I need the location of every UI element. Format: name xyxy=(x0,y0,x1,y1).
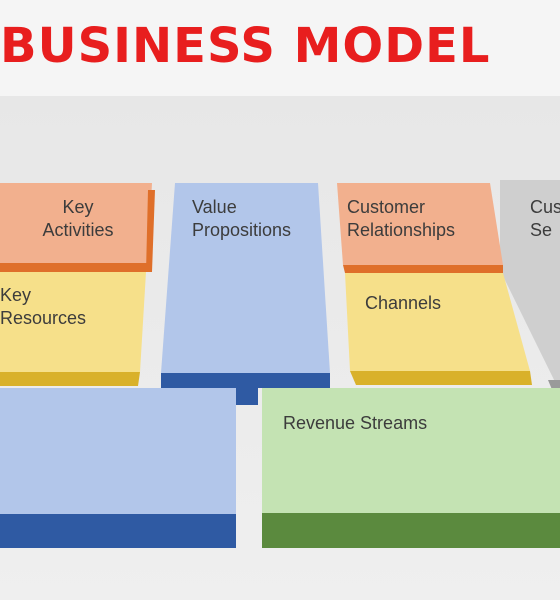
block-key-resources[interactable] xyxy=(0,272,146,386)
customer-relationships-face xyxy=(337,183,503,265)
key-activities-face xyxy=(0,183,152,263)
key-activities-side xyxy=(146,190,155,272)
customer-relationships-edge xyxy=(343,265,503,273)
key-resources-edge xyxy=(0,372,140,386)
value-propositions-edge xyxy=(161,373,330,405)
customer-relationships-label: Customer Relationships xyxy=(347,197,456,240)
revenue-streams-edge xyxy=(262,513,560,548)
block-channels[interactable] xyxy=(345,273,532,385)
block-cost-structure[interactable] xyxy=(0,388,236,548)
key-activities-edge xyxy=(0,263,148,272)
block-customer-relationships[interactable] xyxy=(337,183,503,273)
block-value-propositions[interactable] xyxy=(161,183,330,405)
value-propositions-face xyxy=(161,183,330,373)
revenue-streams-face xyxy=(262,388,560,513)
block-revenue-streams[interactable] xyxy=(262,388,560,548)
key-resources-face xyxy=(0,272,146,372)
channels-face xyxy=(345,273,530,371)
value-propositions-label: Value Propositions xyxy=(192,197,292,240)
revenue-streams-label: Revenue Streams xyxy=(283,413,428,433)
cost-structure-face xyxy=(0,388,236,514)
block-key-activities[interactable] xyxy=(0,183,155,272)
key-resources-label: Key Resources xyxy=(0,285,87,328)
channels-edge xyxy=(350,371,532,385)
cost-structure-edge xyxy=(0,514,236,548)
title-band: BUSINESS MODEL xyxy=(0,0,560,96)
key-activities-label: Key Activities xyxy=(42,197,114,240)
customer-segments-face xyxy=(500,180,560,392)
channels-label: Channels xyxy=(365,293,442,313)
page-title: BUSINESS MODEL xyxy=(0,18,491,74)
customer-segments-label: Cus Se xyxy=(530,197,560,240)
